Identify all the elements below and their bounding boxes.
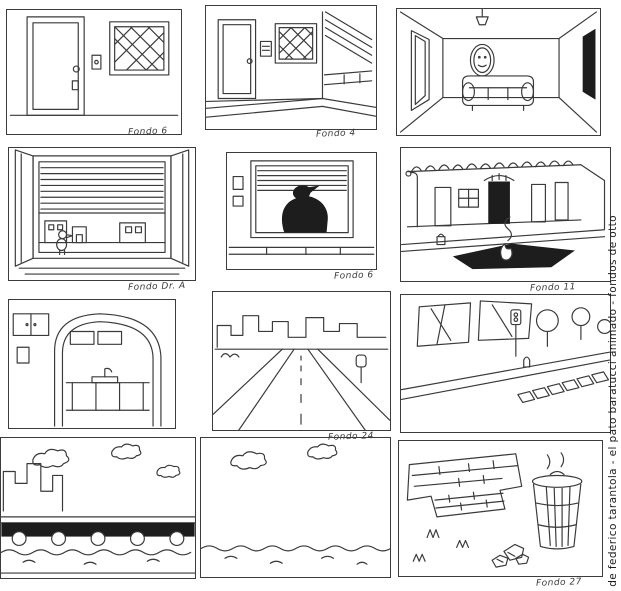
shop-window	[458, 188, 479, 208]
roller-shutter	[324, 11, 373, 64]
panel-caption: Fondo Dr. A	[127, 280, 186, 294]
panel-street-corner-door	[205, 5, 377, 130]
city-skyline	[2, 463, 64, 512]
panel-alley-trashcan	[398, 440, 603, 577]
panel-caption: Fondo 6	[333, 270, 374, 282]
sketch-waterfront-pier	[1, 443, 195, 574]
street-view	[38, 220, 166, 244]
street-shadow	[452, 243, 575, 270]
panel-caption: Fondo 4	[315, 128, 356, 140]
oval-portrait	[469, 43, 495, 77]
panel-caption: Fondo 24	[327, 431, 375, 443]
city-skyline	[216, 315, 387, 348]
sketch-living-room	[399, 9, 598, 133]
panel-caption: Fondo 6	[127, 126, 168, 138]
background-wall	[416, 300, 533, 347]
panel-street-storefront	[400, 147, 611, 282]
clouds	[230, 443, 338, 470]
couch	[461, 75, 535, 111]
sketch-window-bird	[228, 160, 375, 255]
grass-tufts	[412, 529, 470, 562]
right-shutter	[170, 149, 190, 267]
brick-wall-fragment	[406, 453, 523, 518]
sketch-road-skyline	[213, 315, 390, 430]
crumpled-paper	[491, 543, 530, 568]
sketch-street-storefront	[401, 160, 606, 270]
sketch-sea-sky	[201, 443, 390, 565]
panel-caption: Fondo 11	[529, 282, 577, 294]
sketch-street-crosswalk	[401, 300, 610, 404]
crosswalk-stripes	[517, 371, 610, 404]
waterline	[1, 549, 192, 556]
trash-can	[531, 452, 583, 550]
sketch-interior-door-window	[9, 16, 179, 116]
fire-hydrant	[436, 233, 446, 246]
door	[26, 16, 85, 116]
trees	[535, 307, 610, 347]
brick-wall	[323, 70, 373, 86]
roller-blind	[38, 167, 166, 214]
panel-window-shutters-street	[8, 147, 196, 281]
parking-meter	[355, 354, 367, 384]
sketch-window-shutters-street	[14, 149, 190, 275]
traffic-light	[510, 309, 522, 357]
lattice-window	[109, 21, 170, 76]
smoke	[504, 216, 512, 242]
panel-waterfront-pier	[0, 437, 196, 579]
door	[217, 19, 257, 100]
clouds	[32, 443, 181, 478]
sketch-alley-trashcan	[406, 452, 583, 568]
lamppost	[405, 170, 418, 228]
panel-kitchen-archway	[8, 299, 176, 429]
credit-line: de federico tarantola - el pato baratucc…	[607, 215, 619, 587]
left-wall-door	[410, 30, 430, 111]
panel-living-room	[396, 8, 601, 136]
panel-road-skyline	[212, 291, 391, 431]
panel-caption: Fondo 27	[535, 577, 583, 589]
bird-silhouette	[281, 185, 328, 233]
panel-sea-sky	[200, 437, 391, 578]
pier-deck	[1, 516, 195, 547]
panel-interior-door-window	[6, 9, 182, 135]
panel-street-crosswalk	[400, 294, 611, 433]
kitchen-counter	[65, 367, 150, 411]
ceiling-lamp	[475, 9, 489, 26]
waterline	[201, 545, 390, 552]
awning	[483, 173, 515, 182]
lattice-window	[274, 23, 318, 64]
left-shutter	[14, 149, 34, 267]
dark-doorway	[582, 28, 596, 100]
roof-bushes	[410, 160, 574, 173]
panel-window-bird	[226, 152, 377, 270]
dark-doorway	[488, 181, 510, 224]
fire	[500, 242, 513, 261]
sketch-street-corner-door	[206, 11, 376, 118]
fire-hydrant	[523, 356, 531, 368]
wall-cabinets	[12, 313, 50, 337]
duck-character	[56, 230, 74, 255]
sketch-kitchen-archway	[12, 313, 162, 427]
